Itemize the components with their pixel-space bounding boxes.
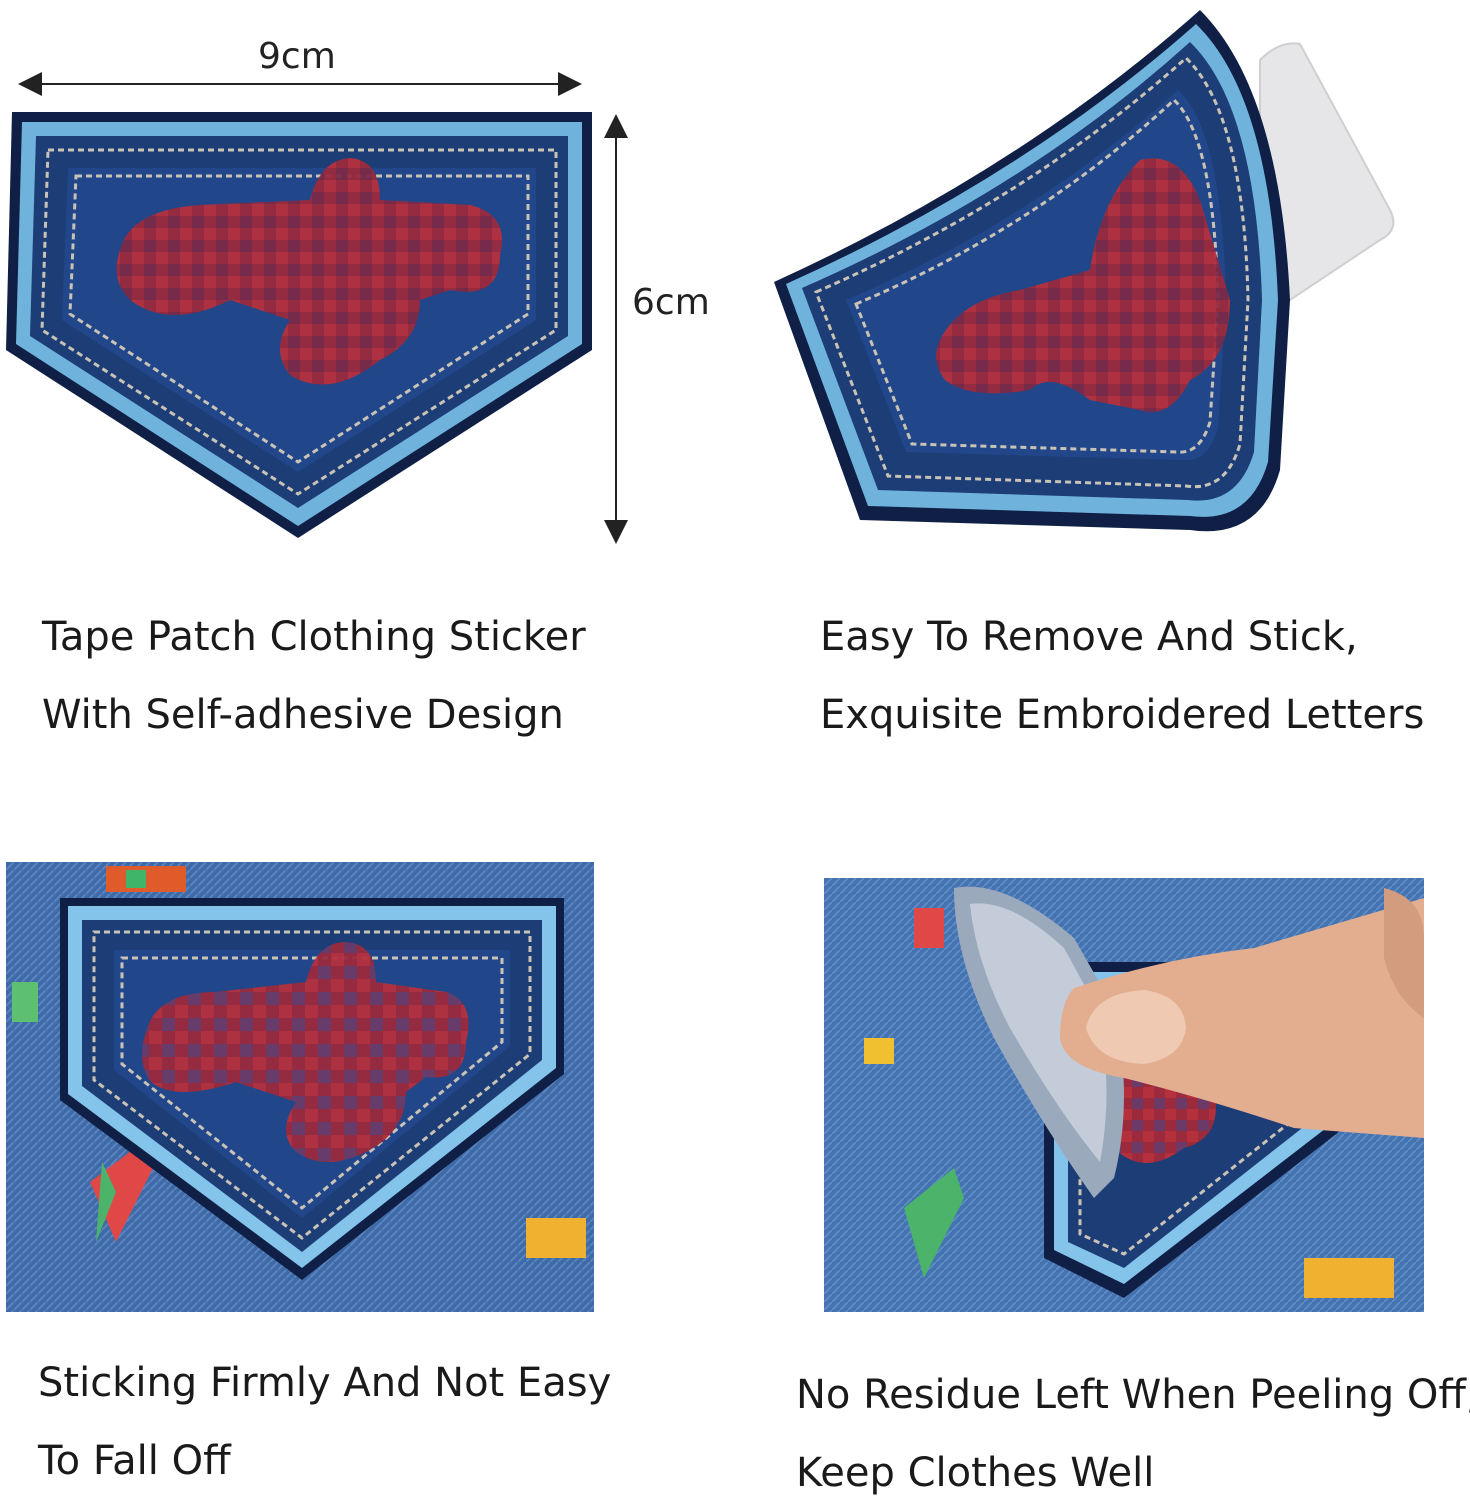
height-label: 6cm — [632, 282, 710, 323]
caption-4-line-2: Keep Clothes Well — [796, 1450, 1155, 1496]
panel-patch-on-denim — [6, 862, 594, 1312]
caption-4: No Residue Left When Peeling Off, Keep C… — [796, 1356, 1470, 1512]
caption-3-line-2: To Fall Off — [38, 1438, 231, 1484]
width-label: 9cm — [258, 36, 336, 77]
panel-peeling-with-finger — [824, 878, 1424, 1312]
caption-1-line-2: With Self-adhesive Design — [42, 692, 564, 738]
caption-2-line-2: Exquisite Embroidered Letters — [820, 692, 1425, 738]
caption-3: Sticking Firmly And Not Easy To Fall Off — [38, 1344, 611, 1500]
patch-on-denim-image — [6, 862, 594, 1312]
caption-1: Tape Patch Clothing Sticker With Self-ad… — [42, 598, 586, 754]
patch-dimension-diagram — [6, 72, 628, 544]
finger-image — [824, 878, 1424, 1312]
panel-flat-patch: 9cm 6cm — [0, 0, 735, 560]
caption-4-line-1: No Residue Left When Peeling Off, — [796, 1372, 1470, 1418]
peel-backing-image — [774, 10, 1395, 532]
patch-image — [6, 112, 592, 538]
caption-3-line-1: Sticking Firmly And Not Easy — [38, 1360, 612, 1406]
caption-2: Easy To Remove And Stick, Exquisite Embr… — [820, 598, 1424, 754]
panel-peeled-patch — [760, 0, 1470, 560]
caption-1-line-1: Tape Patch Clothing Sticker — [42, 614, 586, 660]
caption-2-line-1: Easy To Remove And Stick, — [820, 614, 1358, 660]
